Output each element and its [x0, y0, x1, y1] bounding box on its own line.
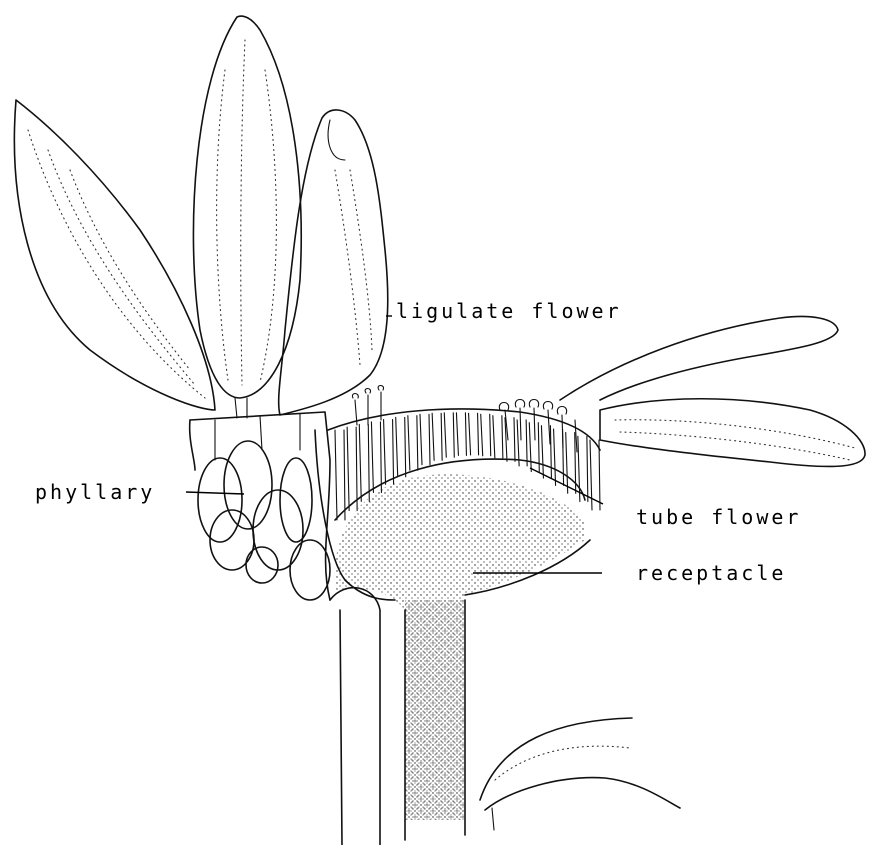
left-ligulate-petal [14, 100, 215, 410]
label-ligulate-flower: ligulate flower [396, 301, 622, 321]
tube-floret [408, 416, 418, 471]
tube-floret [335, 430, 345, 520]
tube-floret [493, 416, 503, 458]
lower-bract [480, 718, 680, 830]
center-ligulate-petal [193, 16, 301, 418]
lower-right-ligulate-petal [600, 399, 865, 467]
label-phyllary: phyllary [35, 482, 155, 502]
tube-floret [444, 413, 454, 457]
right-upright-ligulate-petal [279, 110, 388, 415]
upper-right-ligulate-petal [560, 317, 838, 401]
tube-floret [481, 414, 491, 456]
tube-floret [420, 414, 430, 464]
tube-floret [554, 429, 564, 485]
receptacle [335, 474, 590, 820]
label-tube-flower: tube flower [636, 507, 801, 527]
leader-phyllary [186, 492, 244, 494]
tube-floret [432, 413, 442, 460]
tube-floret [384, 420, 394, 485]
tube-floret [371, 422, 381, 493]
phyllary-bracts [190, 412, 330, 600]
label-receptacle: receptacle [636, 563, 786, 583]
tube-floret [566, 433, 576, 494]
tube-floret [396, 417, 406, 476]
tube-floret [517, 420, 527, 466]
tube-floret [347, 427, 357, 510]
tube-floret [456, 413, 466, 456]
tube-floret [359, 424, 369, 501]
tube-floret [469, 413, 479, 455]
